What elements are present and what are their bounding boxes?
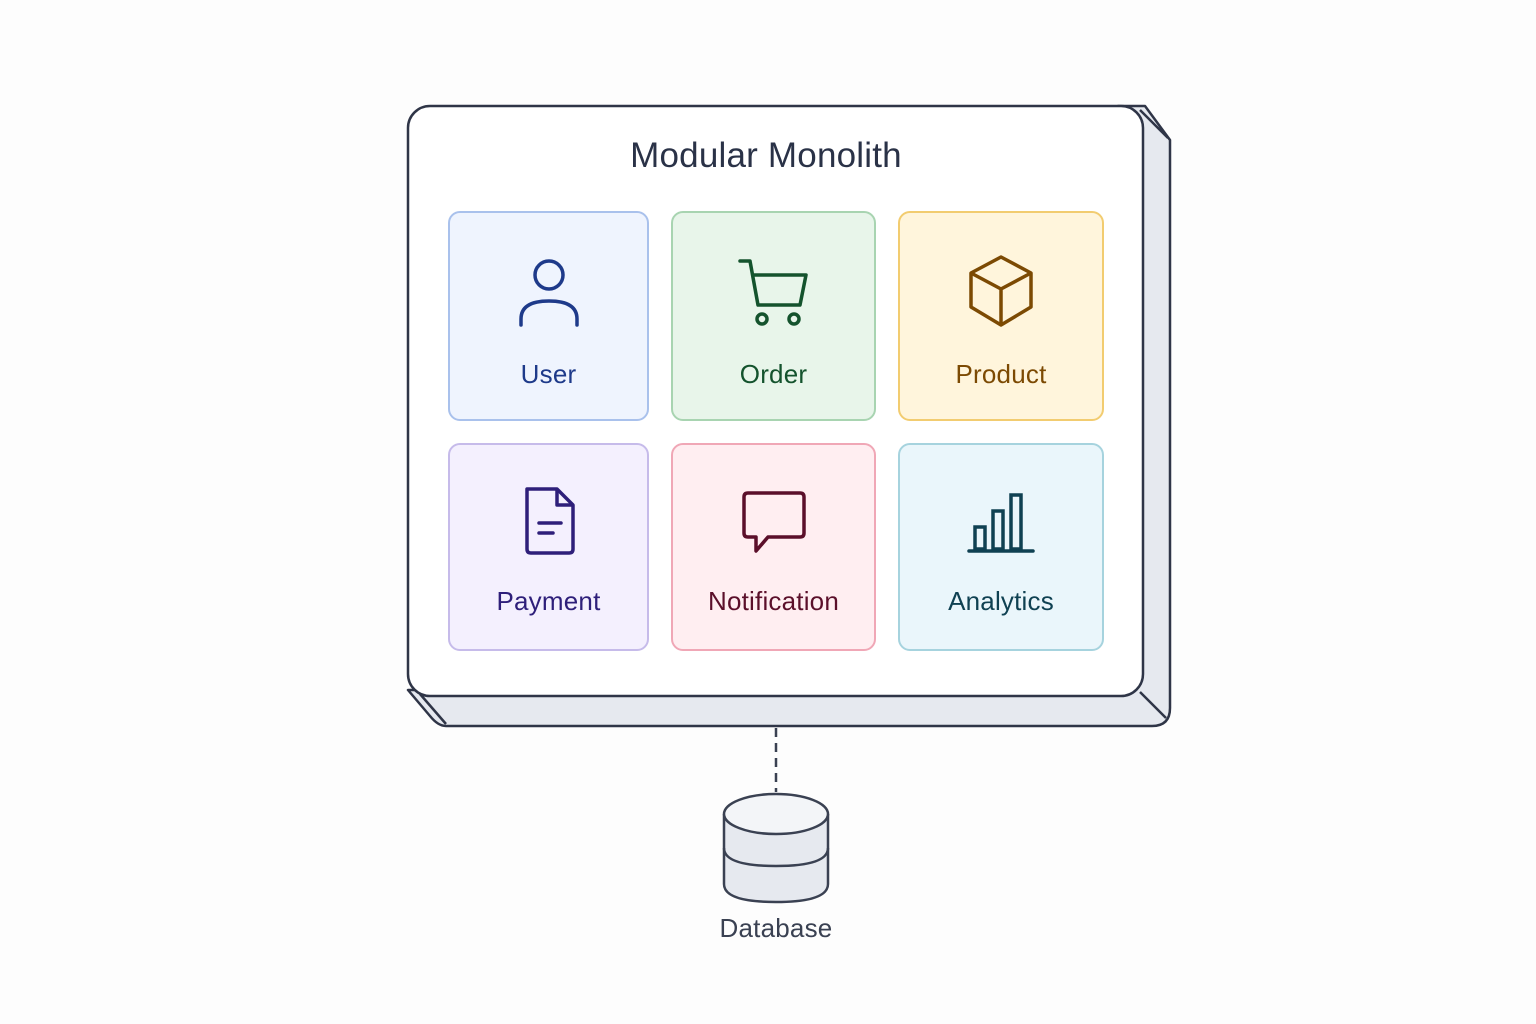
chat-bubble-icon (741, 491, 806, 553)
module-label-notification: Notification (707, 586, 840, 616)
module-label-analytics: Analytics (948, 586, 1054, 616)
module-product: Product (898, 211, 1104, 421)
database-icon (722, 792, 830, 904)
container-depth (406, 104, 1172, 728)
module-label-user: User (520, 359, 577, 389)
module-payment: Payment (448, 443, 649, 651)
module-notification: Notification (671, 443, 876, 651)
module-user: User (448, 211, 649, 421)
shopping-cart-icon (737, 259, 808, 326)
database-label: Database (719, 913, 833, 943)
diagram-title: Modular Monolith (630, 136, 902, 175)
user-icon (518, 259, 579, 327)
box-icon (969, 255, 1033, 327)
module-analytics: Analytics (898, 443, 1104, 651)
document-icon (524, 487, 575, 555)
module-label-payment: Payment (496, 586, 601, 616)
module-label-order: Order (739, 359, 808, 389)
bar-chart-icon (967, 493, 1035, 553)
module-label-product: Product (955, 359, 1047, 389)
module-order: Order (671, 211, 876, 421)
